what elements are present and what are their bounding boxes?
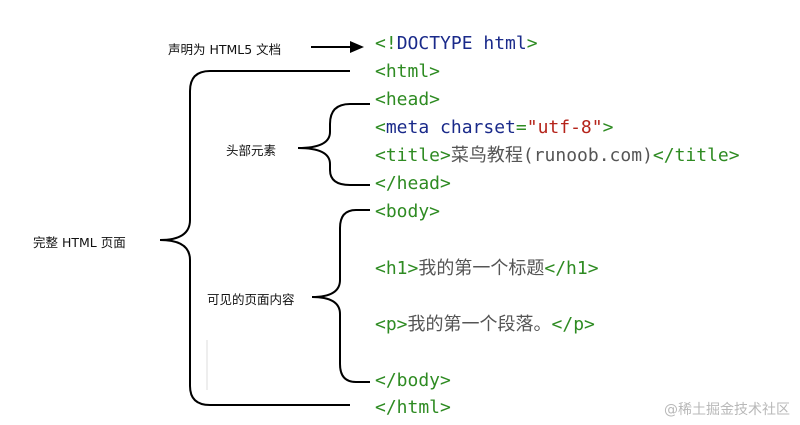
code-line-head-open: <head>	[375, 89, 440, 111]
code-token: <!	[375, 33, 397, 54]
code-token: =	[515, 117, 527, 138]
code-token: <html>	[375, 61, 441, 82]
code-token: "utf-8"	[526, 117, 603, 138]
code-token: >	[526, 33, 538, 54]
code-token: <h1>	[375, 258, 419, 279]
code-line-body-open: <body>	[375, 201, 440, 223]
code-token: </head>	[375, 173, 451, 194]
watermark: @稀土掘金技术社区	[664, 402, 790, 418]
code-token: meta charset	[385, 117, 516, 138]
code-line-head-close: </head>	[375, 173, 451, 195]
code-line-title: <title>菜鸟教程(runoob.com)</title>	[375, 145, 740, 167]
code-token: <p>	[375, 314, 408, 335]
code-line-doctype: <!DOCTYPE html>	[375, 33, 538, 55]
head-brace	[297, 103, 370, 186]
code-token: DOCTYPE html	[396, 33, 527, 54]
code-line-p: <p>我的第一个段落。</p>	[375, 314, 595, 336]
code-token: </html>	[375, 397, 451, 418]
code-token: <title>	[375, 145, 451, 166]
page-label: 完整 HTML 页面	[33, 235, 126, 250]
code-token: <body>	[375, 201, 441, 222]
code-line-meta: <meta charset="utf-8">	[375, 117, 613, 139]
page-brace	[159, 70, 350, 406]
doctype-arrowhead-icon	[350, 41, 364, 53]
code-line-body-close: </body>	[375, 370, 451, 392]
code-token: </p>	[551, 314, 595, 335]
body-brace	[311, 209, 370, 383]
code-token: </title>	[652, 145, 740, 166]
code-line-h1: <h1>我的第一个标题</h1>	[375, 258, 599, 280]
code-token: 我的第一个标题	[418, 258, 545, 279]
head-label: 头部元素	[226, 143, 277, 158]
body-label: 可见的页面内容	[207, 292, 295, 307]
code-token: <head>	[375, 89, 441, 110]
code-token: >	[602, 117, 614, 138]
doctype-label: 声明为 HTML5 文档	[168, 42, 282, 57]
code-token: 我的第一个段落。	[407, 314, 552, 335]
code-token: </body>	[375, 370, 451, 391]
code-line-html-open: <html>	[375, 61, 440, 83]
code-token: </h1>	[544, 258, 599, 279]
code-token: 菜鸟教程(runoob.com)	[450, 145, 653, 166]
code-token: <	[375, 117, 386, 138]
code-line-html-close: </html>	[375, 397, 451, 419]
